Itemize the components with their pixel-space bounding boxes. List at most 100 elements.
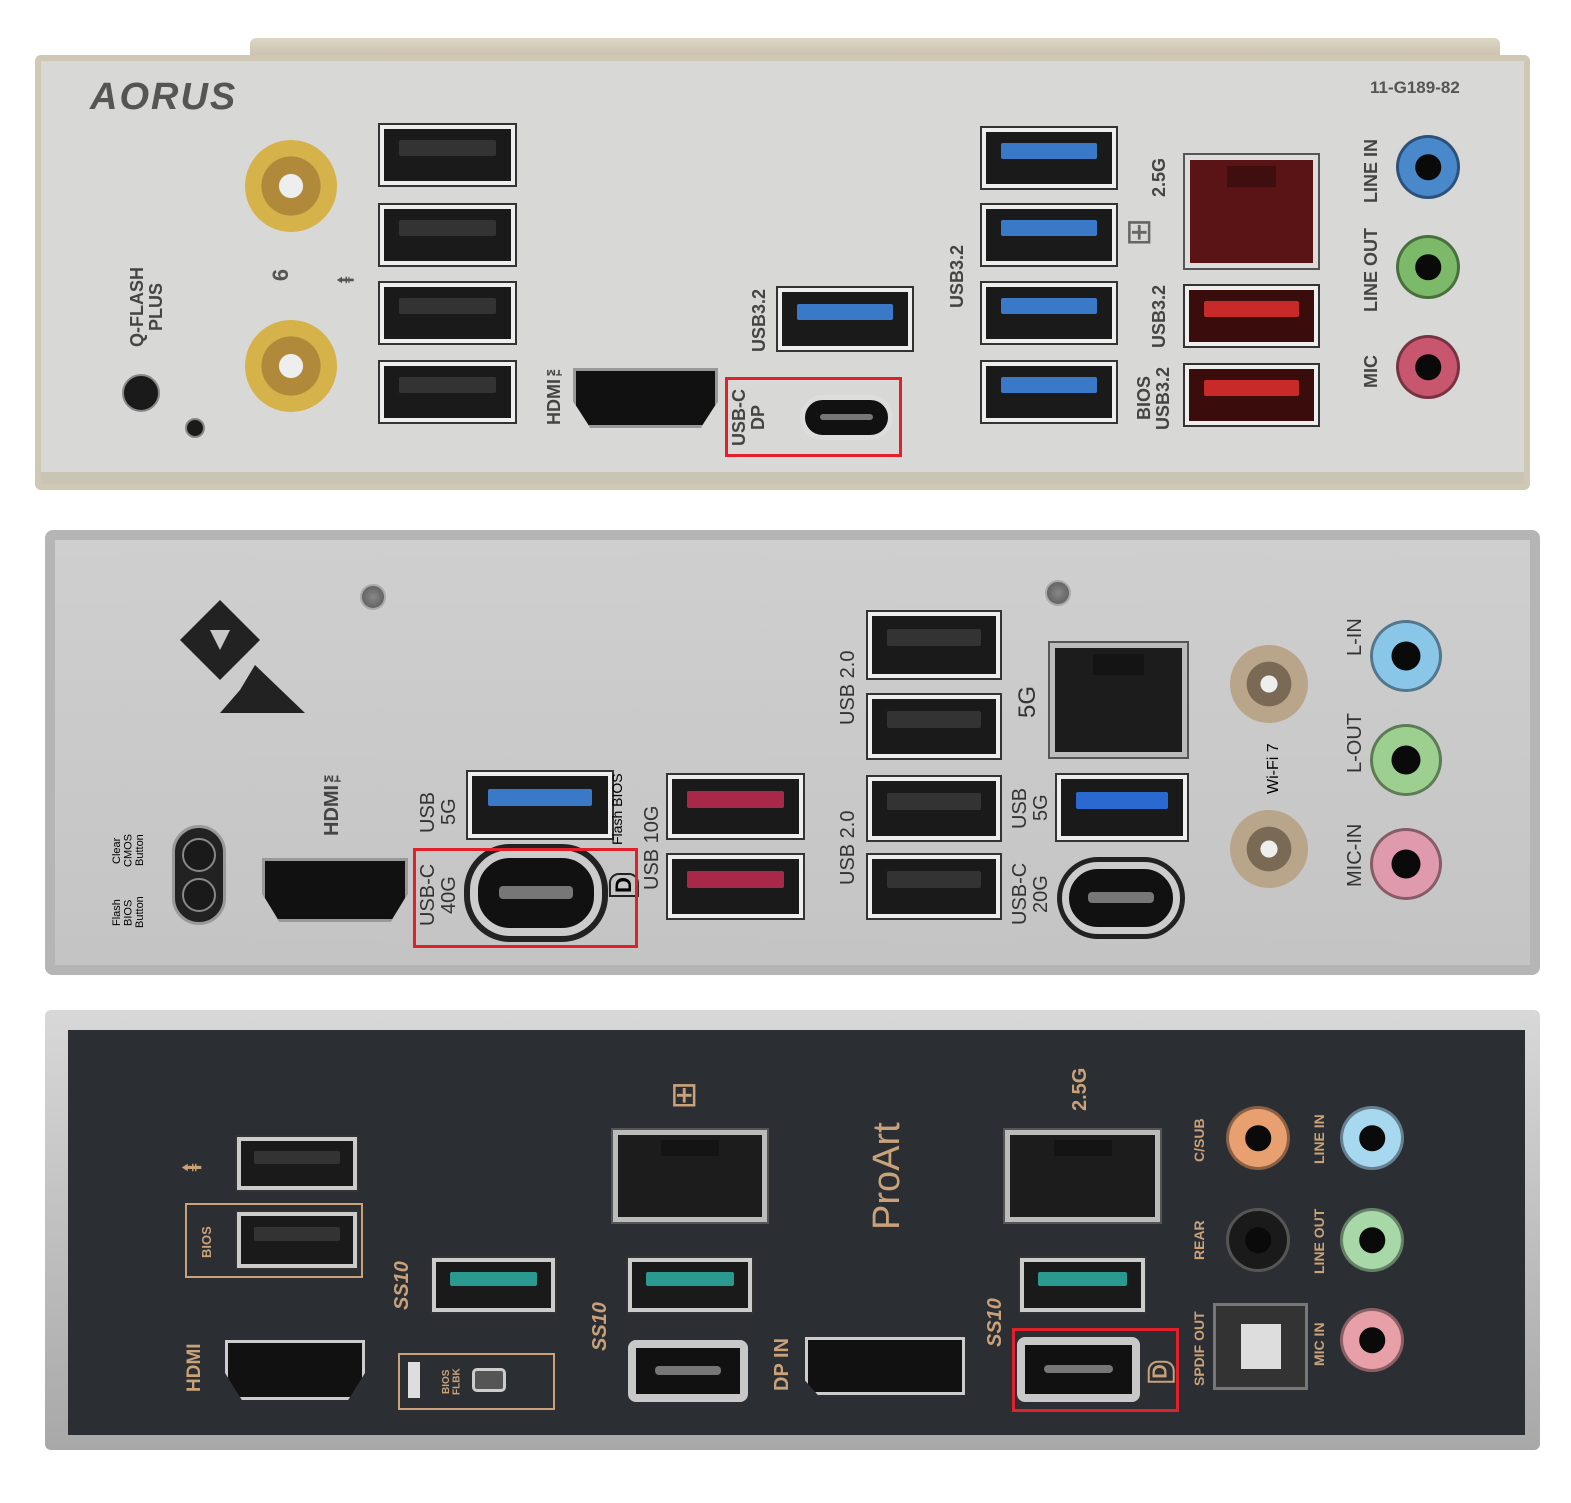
part-code: 11-G189-82: [1370, 78, 1460, 97]
rj45-lan-port: [1048, 641, 1189, 759]
spdif-out-label: SPDIF OUT: [1191, 1311, 1207, 1387]
hdmi-label: HDMI™: [544, 359, 564, 426]
usb-10g-port: [626, 1256, 754, 1314]
bios-label: BIOS: [199, 1226, 214, 1258]
usb32-blue-port: [980, 203, 1118, 267]
highlight-box: [413, 848, 638, 948]
ss10-icon: SS10: [589, 1302, 611, 1352]
lan-speed-label: 2.5G: [1069, 1067, 1091, 1111]
usb-2-port: [866, 610, 1002, 680]
displayport-in-port: [805, 1337, 965, 1395]
line-in-label: L-IN: [1344, 618, 1366, 657]
bios-usb-port: [235, 1210, 359, 1270]
usb32-label: USB3.2: [1149, 284, 1169, 348]
rj45-lan-port: [1183, 153, 1320, 270]
flash-bios-label: Flash BIOS: [609, 773, 625, 845]
usb-c-dp-port: [1017, 1337, 1140, 1402]
usb-c-20g-port: [1057, 857, 1185, 939]
lan-speed-label: 2.5G: [1149, 157, 1169, 197]
bios-flbk-button[interactable]: [472, 1368, 506, 1392]
screw: [1045, 580, 1071, 606]
wifi-antenna-connector: [245, 140, 337, 232]
mic-in-jack: [1340, 1308, 1404, 1372]
usb-c-port: [628, 1340, 748, 1402]
usb32-blue-port: [980, 281, 1118, 345]
c-sub-label: C/SUB: [1191, 1118, 1207, 1162]
screw: [360, 584, 386, 610]
flash-bios-button[interactable]: [182, 878, 216, 912]
c-sub-jack: [1226, 1106, 1290, 1170]
rj45-lan-port: [1003, 1128, 1162, 1224]
hdmi-port: [225, 1340, 365, 1400]
usb20-label: USB 2.0: [837, 650, 859, 725]
mic-label: MIC: [1361, 355, 1381, 389]
line-out-jack: [1340, 1208, 1404, 1272]
mic-in-label: MIC-IN: [1344, 823, 1366, 888]
line-in-label: LINE IN: [1361, 138, 1381, 203]
proart-logo: ProArt: [866, 1122, 908, 1230]
line-in-jack: [1340, 1106, 1404, 1170]
bios-usb-label: BIOS USB3.2: [1134, 366, 1173, 430]
usb32-label: USB3.2: [947, 244, 967, 308]
usb-2-port: [866, 693, 1002, 760]
usb-a-port: [235, 1135, 359, 1192]
usb-a-port: [378, 281, 517, 345]
usb-10g-port: [1018, 1256, 1147, 1314]
usb-2-port: [866, 775, 1002, 842]
usb-5g-port: [1055, 773, 1189, 842]
line-out-label: LINE OUT: [1361, 228, 1381, 312]
rj45-lan-port: [611, 1128, 769, 1224]
usb-c-dp-port: [800, 395, 893, 440]
line-in-jack: [1370, 620, 1442, 692]
ss10-icon: SS10: [391, 1261, 413, 1311]
lan-icon: ⊞: [670, 1076, 699, 1114]
wifi-antenna-connector: [1230, 645, 1308, 723]
wifi-antenna-connector: [1230, 810, 1308, 888]
clear-cmos-button[interactable]: [182, 838, 216, 872]
usb-a-port: [378, 203, 517, 267]
wifi-antenna-connector: [245, 320, 337, 412]
spdif-optical-port: [1213, 1303, 1308, 1390]
dp-in-label: DP IN: [771, 1338, 793, 1392]
usb-icon: ⭻: [330, 275, 361, 285]
usb5g-label: USB 5G: [417, 791, 460, 833]
flash-bios-button-label: Flash BIOS Button: [111, 896, 147, 929]
line-out-label: LINE OUT: [1311, 1208, 1327, 1274]
hdmi-label: HDMI: [184, 1343, 205, 1393]
bios-usb-port: [1183, 363, 1320, 427]
usb10g-label: USB 10G: [641, 805, 663, 890]
usb-10g-port: [666, 773, 805, 840]
line-in-label: LINE IN: [1311, 1114, 1327, 1165]
line-in-jack: [1396, 135, 1460, 199]
bios-flbk-switch[interactable]: [408, 1362, 420, 1398]
wifi6-icon: 6: [268, 268, 294, 282]
bios-flbk-label: BIOS FLBK: [441, 1368, 463, 1396]
clear-cmos-label: Clear CMOS Button: [111, 834, 147, 867]
mic-in-label: MIC IN: [1311, 1322, 1327, 1366]
lan-speed-label: 5G: [1014, 686, 1041, 719]
brand-logo: [180, 600, 305, 713]
qflash-button[interactable]: [122, 374, 160, 412]
usb-2-port: [866, 853, 1002, 920]
usb5g-label: USB 5G: [1009, 787, 1052, 829]
usb32-label: USB3.2: [749, 288, 769, 352]
usb32-blue-port: [980, 126, 1118, 190]
usb32-blue-port: [980, 360, 1118, 424]
highlight-box: [1012, 1328, 1179, 1412]
mic-jack: [1396, 335, 1460, 399]
usb-icon: ⭻: [175, 1162, 209, 1173]
line-out-jack: [1370, 724, 1442, 796]
line-out-jack: [1396, 235, 1460, 299]
mic-in-jack: [1370, 828, 1442, 900]
ss10-icon: SS10: [984, 1298, 1006, 1348]
usb-a-port: [378, 123, 517, 187]
rear-jack: [1226, 1208, 1290, 1272]
hdmi-label: HDMI™: [321, 762, 343, 837]
usbc-20g-label: USB-C 20G: [1009, 862, 1052, 926]
usb32-blue-port: [776, 286, 914, 352]
usb-c-40g-port: [464, 844, 608, 942]
usb-a-port: [378, 360, 517, 424]
usb-10g-port: [430, 1256, 557, 1314]
reset-hole: [185, 418, 205, 438]
usb32-red-port: [1183, 284, 1320, 348]
